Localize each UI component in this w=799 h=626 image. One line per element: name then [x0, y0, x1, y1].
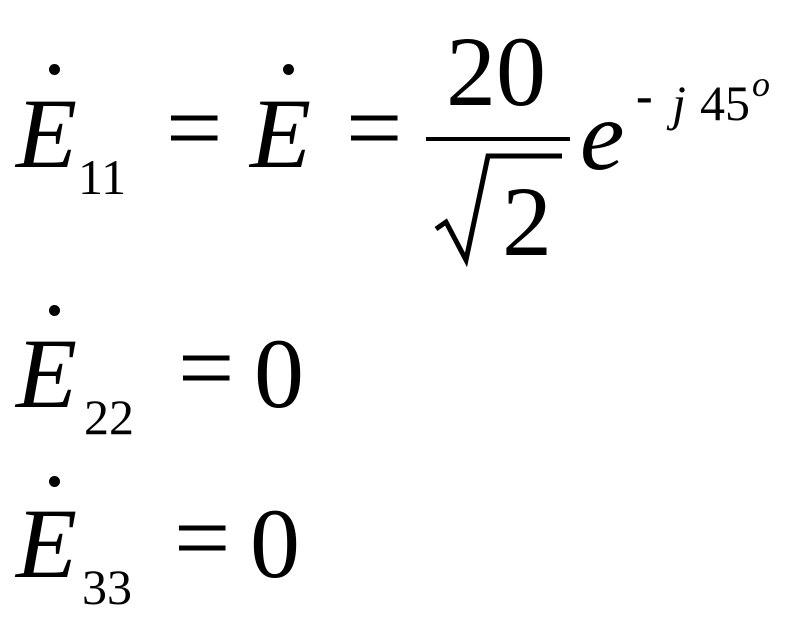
phasor-dot-icon [49, 305, 60, 316]
e-symbol: E [250, 78, 312, 189]
phasor-dot-icon [49, 64, 60, 75]
e22-value: 0 [254, 318, 304, 429]
equals-sign-2: = [346, 72, 403, 183]
degree-symbol: o [752, 64, 770, 104]
equals-sign-4: = [174, 482, 231, 593]
phasor-dot-icon [49, 476, 60, 487]
e33-value: 0 [250, 488, 300, 599]
e22-symbol: E [16, 318, 78, 429]
e33-symbol: E [16, 488, 78, 599]
e22-subscript: 22 [84, 389, 134, 445]
equals-sign-1: = [166, 72, 223, 183]
equals-sign-3: = [178, 312, 235, 423]
radicand: 2 [502, 166, 552, 277]
fraction-numerator: 20 [446, 16, 546, 127]
e11-symbol: E [16, 78, 78, 189]
exponent-sign: - [636, 67, 653, 123]
square-root-icon [434, 153, 562, 268]
fraction-bar [426, 137, 570, 141]
exponent-angle: 45 [700, 75, 750, 131]
exp-base-e: e [580, 80, 625, 191]
e33-subscript: 33 [82, 559, 132, 615]
e11-subscript: 11 [78, 149, 127, 205]
phasor-dot-icon [283, 64, 294, 75]
exponent-j: j [672, 75, 686, 131]
